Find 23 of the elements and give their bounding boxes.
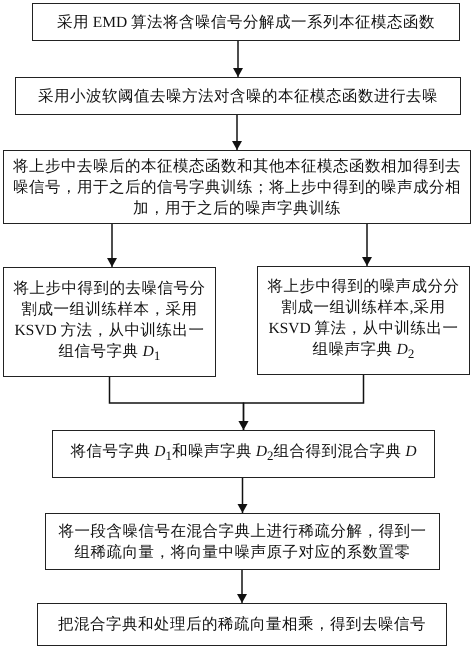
process-box <box>52 430 435 478</box>
step-text: 将上步中去噪后的本征模态函数和其他本征模态函数相加得到去噪信号，用于之后的信号字典训练；将上步中得到的噪声成分相加，用于之后的噪声字典训练 <box>12 156 462 218</box>
process-box <box>15 77 461 115</box>
arrow <box>238 375 364 430</box>
arrow <box>232 115 242 150</box>
process-box <box>45 513 440 570</box>
process-box <box>3 150 471 224</box>
step-text: 采用小波软阈值去噪方法对含噪的本征模态函数进行去噪 <box>37 86 439 106</box>
arrow <box>237 570 247 603</box>
arrow <box>107 224 117 267</box>
step-text: 将信号字典 D$_{1}$和噪声字典 D$_{2}$组合得到混合字典 D <box>69 442 418 466</box>
process-box <box>3 267 216 377</box>
step-text: 将一段含噪信号在混合字典上进行稀疏分解，得到一组稀疏向量，将向量中噪声原子对应的系数置零 <box>58 522 428 562</box>
process-box <box>32 3 460 41</box>
step-text: 采用 EMD 算法将含噪信号分解成一系列本征模态函数 <box>56 12 436 32</box>
process-box <box>257 266 470 375</box>
arrow <box>362 224 372 266</box>
step-text: 把混合字典和处理后的稀疏向量相乘，得到去噪信号 <box>57 614 427 635</box>
step-text: 将上步中得到的去噪信号分割成一组训练样本，采用 KSVD 方法，从中训练出一组信号字典 D$_{1}$ <box>12 278 206 366</box>
arrow <box>233 41 243 77</box>
arrow <box>238 478 248 513</box>
process-box <box>37 603 447 646</box>
step-text: 将上步中得到的噪声成分分割成一组训练样本,采用 KSVD 算法，从中训练出一组噪声字典 D$_{2}$ <box>266 277 460 364</box>
